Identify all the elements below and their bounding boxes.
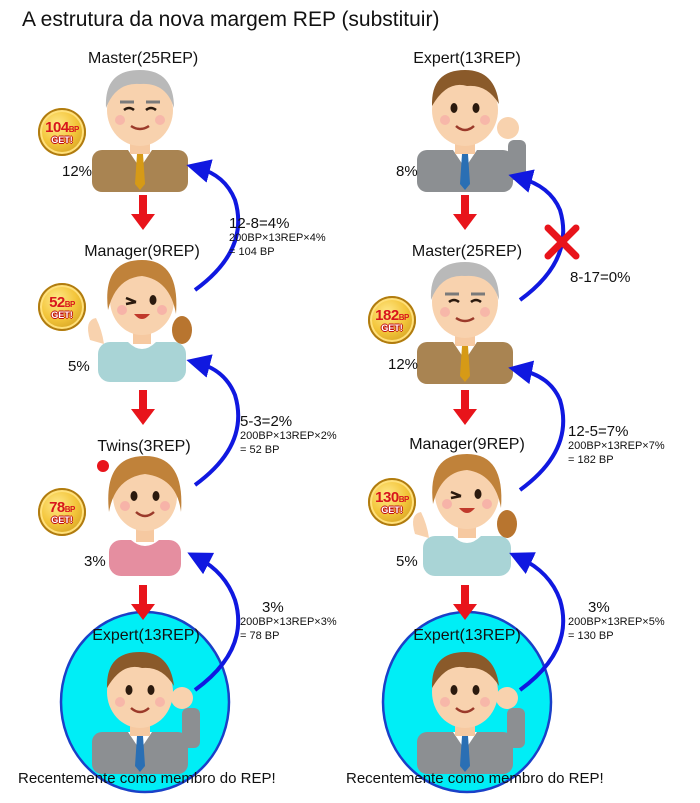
coin-icon bbox=[38, 283, 86, 331]
badge-value: 78 bbox=[49, 499, 65, 516]
node-label: Master(25REP) bbox=[88, 50, 199, 67]
formula-block: 12-5=7% 200BP×13REP×7% = 182 BP bbox=[568, 424, 665, 467]
formula-total: = 52 BP bbox=[240, 443, 280, 456]
node-label: Expert(13REP) bbox=[413, 627, 521, 644]
coin-icon bbox=[368, 296, 416, 344]
up-arrow-curve-icon bbox=[508, 169, 566, 302]
formula-calc: 200BP×13REP×5% bbox=[568, 615, 665, 628]
formula-total: = 182 BP bbox=[568, 453, 614, 466]
up-arrow-curve-icon bbox=[509, 552, 566, 692]
badge-value: 104 bbox=[45, 119, 69, 136]
up-arrow-curve-icon bbox=[186, 354, 241, 487]
node-label: Expert(13REP) bbox=[92, 627, 200, 644]
formula-calc: 200BP×13REP×4% bbox=[229, 231, 326, 244]
formula-result: 3% bbox=[262, 599, 284, 616]
bp-badge: 104BP GET! bbox=[38, 108, 86, 156]
formula-total: = 104 BP bbox=[229, 245, 275, 258]
percentage-label: 3% bbox=[84, 553, 106, 570]
down-arrow-icon bbox=[131, 195, 155, 230]
woman-illustration bbox=[411, 452, 519, 578]
percentage-label: 5% bbox=[396, 553, 418, 570]
cross-mark-icon bbox=[544, 224, 580, 260]
node-label: Manager(9REP) bbox=[84, 243, 200, 260]
down-arrow-icon bbox=[453, 390, 477, 425]
node-label: Manager(9REP) bbox=[409, 436, 525, 453]
down-arrow-icon bbox=[453, 585, 477, 620]
formula-block: 8-17=0% bbox=[570, 270, 630, 286]
bp-badge: 130BP GET! bbox=[368, 478, 416, 526]
formula-result: 8-17=0% bbox=[570, 269, 631, 286]
badge-unit: BP bbox=[64, 505, 76, 514]
badge-get: GET! bbox=[51, 135, 73, 145]
badge-get: GET! bbox=[381, 505, 403, 515]
badge-unit: BP bbox=[398, 313, 410, 322]
node-label: Twins(3REP) bbox=[97, 438, 191, 455]
woman-illustration bbox=[86, 258, 194, 384]
bp-badge: 52BP GET! bbox=[38, 283, 86, 331]
raised-fist-icon bbox=[496, 687, 525, 748]
formula-result: 12-8=4% bbox=[229, 215, 290, 232]
formula-total: = 78 BP bbox=[240, 629, 280, 642]
formula-result: 5-3=2% bbox=[240, 413, 293, 430]
footer-caption: Recentemente como membro do REP! bbox=[18, 770, 276, 787]
formula-total: = 130 BP bbox=[568, 629, 614, 642]
formula-calc: 200BP×13REP×3% bbox=[240, 615, 337, 628]
node-label: Expert(13REP) bbox=[413, 50, 521, 67]
percentage-label: 5% bbox=[68, 358, 90, 375]
formula-block: 5-3=2% 200BP×13REP×2% = 52 BP bbox=[240, 414, 337, 457]
up-arrow-curve-icon bbox=[508, 360, 566, 492]
elderly-man-illustration bbox=[415, 260, 515, 386]
formula-result: 12-5=7% bbox=[568, 423, 629, 440]
coin-icon bbox=[368, 478, 416, 526]
node-label: Master(25REP) bbox=[411, 243, 523, 260]
bp-badge: 182BP GET! bbox=[368, 296, 416, 344]
raised-fist-icon bbox=[171, 687, 200, 748]
down-arrow-icon bbox=[131, 390, 155, 425]
badge-get: GET! bbox=[51, 310, 73, 320]
formula-block: 3% 200BP×13REP×5% = 130 BP bbox=[568, 600, 665, 643]
down-arrow-icon bbox=[131, 585, 155, 620]
formula-block: 12-8=4% 200BP×13REP×4% = 104 BP bbox=[229, 216, 326, 259]
bp-badge: 78BP GET! bbox=[38, 488, 86, 536]
up-arrow-curve-icon bbox=[186, 159, 241, 292]
up-arrow-curve-icon bbox=[187, 552, 241, 692]
badge-get: GET! bbox=[51, 515, 73, 525]
girl-illustration bbox=[95, 454, 183, 578]
badge-unit: BP bbox=[68, 125, 80, 134]
percentage-label: 12% bbox=[388, 356, 419, 373]
formula-calc: 200BP×13REP×7% bbox=[568, 439, 665, 452]
badge-unit: BP bbox=[64, 300, 76, 309]
badge-unit: BP bbox=[398, 495, 410, 504]
page-title: A estrutura da nova margem REP (substitu… bbox=[22, 8, 440, 31]
coin-icon bbox=[38, 488, 86, 536]
formula-block: 3% 200BP×13REP×3% = 78 BP bbox=[240, 600, 337, 643]
elderly-man-illustration bbox=[90, 68, 190, 194]
formula-calc: 200BP×13REP×2% bbox=[240, 429, 337, 442]
badge-get: GET! bbox=[381, 323, 403, 333]
down-arrow-icon bbox=[453, 195, 477, 230]
percentage-label: 8% bbox=[396, 163, 418, 180]
footer-caption: Recentemente como membro do REP! bbox=[346, 770, 604, 787]
badge-value: 52 bbox=[49, 294, 65, 311]
badge-value: 130 bbox=[375, 489, 399, 506]
badge-value: 182 bbox=[375, 307, 399, 324]
coin-icon bbox=[38, 108, 86, 156]
percentage-label: 12% bbox=[62, 163, 93, 180]
formula-result: 3% bbox=[588, 599, 610, 616]
